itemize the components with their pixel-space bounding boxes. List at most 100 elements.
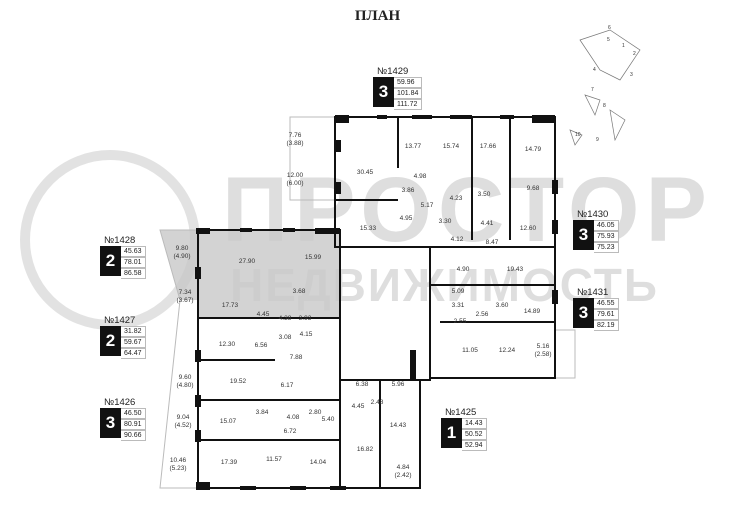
room-area-label: 7.34(3.67) (176, 289, 194, 304)
room-area-label: 12.00(6.00) (286, 172, 304, 187)
room-area-label: 4.84(2.42) (394, 464, 412, 479)
site-building-number: 7 (591, 87, 594, 93)
area-value: 64.47 (121, 348, 146, 359)
room-area-label: 4.08 (286, 414, 300, 421)
room-area-label: 4.95 (399, 215, 413, 222)
room-area-label: 6.38 (355, 381, 369, 388)
area-value: 46.50 (121, 408, 146, 419)
room-area-label: 30.45 (356, 169, 374, 176)
room-area-label: 3.86 (401, 187, 415, 194)
room-count-badge: 1 (441, 418, 462, 448)
room-area-label: 7.88 (289, 354, 303, 361)
room-area-label: 5.09 (451, 288, 465, 295)
room-area-label: 5.17 (420, 202, 434, 209)
room-area-label: 17.66 (479, 143, 497, 150)
room-count-badge: 3 (573, 220, 594, 250)
room-area-label: 14.04 (309, 459, 327, 466)
room-area-label: 3.31 (451, 302, 465, 309)
room-area-label: 3.30 (438, 218, 452, 225)
area-value: 45.63 (121, 246, 146, 257)
room-area-label: 4.38 (278, 315, 292, 322)
room-area-label: 12.60 (519, 225, 537, 232)
site-building-number: 4 (593, 67, 596, 73)
apartment-number[interactable]: №1427 (104, 315, 136, 326)
room-area-label: 4.45 (256, 311, 270, 318)
area-value: 14.43 (462, 418, 487, 429)
balcony-outline-right (555, 329, 576, 379)
room-area-label: 9.04(4.52) (174, 414, 192, 429)
room-area-label: 3.84 (255, 409, 269, 416)
room-area-label: 4.90 (456, 266, 470, 273)
room-area-label: 5.96 (391, 381, 405, 388)
selected-apartment-highlight (160, 230, 340, 318)
balcony-outline-top (289, 116, 335, 201)
room-area-label: 12.24 (498, 347, 516, 354)
balcony-outline-left (159, 229, 198, 489)
apartment-number[interactable]: №1429 (377, 66, 409, 77)
area-value: 82.19 (594, 320, 619, 331)
room-area-label: 16.82 (356, 446, 374, 453)
page-title: ПЛАН (354, 8, 401, 24)
area-value: 78.01 (121, 257, 146, 268)
room-area-label: 9.80(4.90) (173, 245, 191, 260)
room-area-label: 6.72 (283, 428, 297, 435)
room-area-label: 5.16(2.58) (534, 343, 552, 358)
area-value: 31.82 (121, 326, 146, 337)
room-count-badge: 2 (100, 246, 121, 276)
site-building-number: 6 (608, 25, 611, 31)
apartment-number[interactable]: №1428 (104, 235, 136, 246)
apartment-number[interactable]: №1430 (577, 209, 609, 220)
area-value: 75.23 (594, 242, 619, 253)
room-area-label: 3.60 (495, 302, 509, 309)
area-value: 111.72 (394, 99, 423, 110)
area-value: 46.55 (594, 298, 619, 309)
room-area-label: 2.48 (370, 399, 384, 406)
room-area-label: 2.55 (453, 318, 467, 325)
room-area-label: 19.52 (229, 378, 247, 385)
apartment-number[interactable]: №1426 (104, 397, 136, 408)
area-value: 101.84 (394, 88, 423, 99)
room-area-label: 6.56 (254, 342, 268, 349)
room-area-label: 12.30 (218, 341, 236, 348)
room-area-label: 27.90 (238, 258, 256, 265)
site-building-number: 8 (603, 103, 606, 109)
area-value: 46.05 (594, 220, 619, 231)
room-area-label: 3.93 (298, 315, 312, 322)
area-value: 90.66 (121, 430, 146, 441)
site-building-number: 2 (633, 51, 636, 57)
room-area-label: 15.99 (304, 254, 322, 261)
room-area-label: 8.47 (485, 239, 499, 246)
room-area-label: 4.45 (351, 403, 365, 410)
room-area-label: 4.23 (449, 195, 463, 202)
room-area-label: 2.80 (308, 409, 322, 416)
area-value: 50.52 (462, 429, 487, 440)
apartment-number[interactable]: №1425 (445, 407, 477, 418)
room-area-label: 14.43 (389, 422, 407, 429)
site-building-number: 1 (622, 43, 625, 49)
room-area-label: 13.77 (404, 143, 422, 150)
area-value: 80.91 (121, 419, 146, 430)
room-area-label: 15.74 (442, 143, 460, 150)
site-building-number: 9 (596, 137, 599, 143)
room-area-label: 11.05 (462, 347, 478, 354)
room-area-label: 17.39 (220, 459, 238, 466)
site-plan-map (569, 29, 641, 146)
area-value: 75.93 (594, 231, 619, 242)
room-area-label: 15.07 (219, 418, 237, 425)
apartment-number[interactable]: №1431 (577, 287, 609, 298)
